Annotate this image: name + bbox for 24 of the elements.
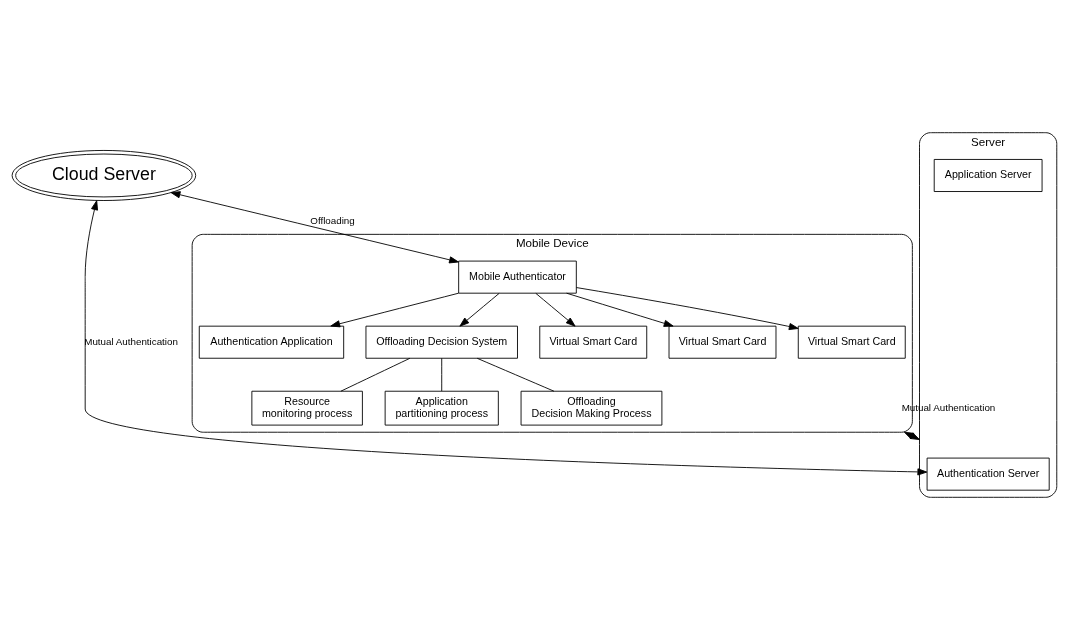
node-box: Offloading Decision Making Process bbox=[520, 390, 663, 426]
node-box: Offloading Decision System bbox=[365, 325, 518, 359]
edge-label: Mutual Authentication bbox=[84, 335, 178, 347]
node-box: Resource monitoring process bbox=[251, 390, 363, 426]
node-box: Application Server bbox=[933, 159, 1043, 192]
node-box: Virtual Smart Card bbox=[797, 325, 906, 359]
node-box: Authentication Server bbox=[926, 457, 1050, 491]
connector bbox=[476, 357, 555, 392]
edge-label: Offloading bbox=[310, 215, 355, 227]
arrow bbox=[566, 292, 674, 327]
arrow bbox=[575, 287, 799, 331]
arrow bbox=[535, 292, 576, 327]
arrow bbox=[459, 292, 500, 327]
arrow bbox=[170, 191, 459, 264]
connector bbox=[340, 357, 411, 392]
node-box: Virtual Smart Card bbox=[539, 325, 648, 359]
node-box: Application partitioning process bbox=[384, 390, 499, 426]
node-box: Authentication Application bbox=[198, 325, 345, 359]
connector bbox=[441, 357, 443, 392]
arrow bbox=[904, 431, 920, 441]
node-box: Mobile Authenticator bbox=[458, 260, 577, 294]
arrow bbox=[330, 292, 459, 328]
node-box: Virtual Smart Card bbox=[668, 325, 777, 359]
arrow bbox=[84, 200, 928, 476]
